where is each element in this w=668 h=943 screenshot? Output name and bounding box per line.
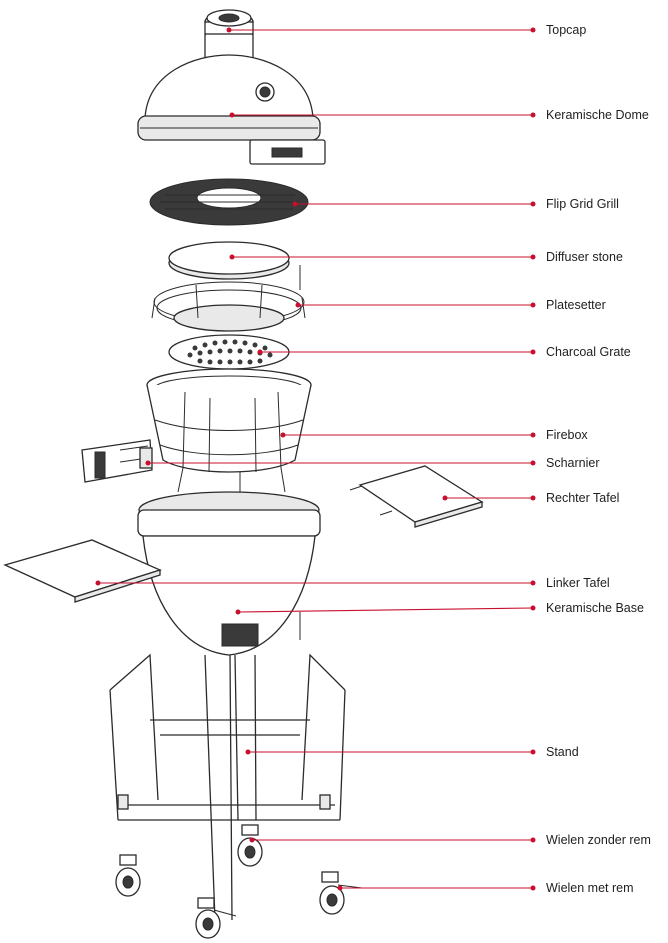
platesetter-part [151,265,306,332]
hinge-part [81,439,153,483]
leader-dot-diffuser [530,254,536,260]
leader-dot-linkertafel [95,580,101,586]
label-diffuser: Diffuser stone [546,250,623,264]
leader-dot-stand [245,749,251,755]
leader-dot-rechtertafel [530,495,536,501]
right-table-part [349,465,484,528]
label-base: Keramische Base [546,601,644,615]
leader-dot-firebox [280,432,286,438]
leader-dot-wielenmet [337,885,343,891]
label-rechtertafel: Rechter Tafel [546,491,619,505]
leader-dot-scharnier [145,460,151,466]
leader-dot-wielenzonder [249,837,255,843]
base-part [137,491,321,656]
leader-dot-wielenmet [530,885,536,891]
diffuser-stone-part [168,241,290,280]
dome-part [137,54,326,165]
leader-dot-platesetter [295,302,301,308]
leader-dot-base [235,609,241,615]
label-stand: Stand [546,745,579,759]
left-table-part [3,539,162,603]
leader-dot-firebox [530,432,536,438]
leader-dot-platesetter [530,302,536,308]
stand-part [109,653,346,921]
leader-dot-flipgrid [292,201,298,207]
label-scharnier: Scharnier [546,456,600,470]
label-wielenzonder: Wielen zonder rem [546,833,651,847]
leader-dot-diffuser [229,254,235,260]
label-firebox: Firebox [546,428,588,442]
flip-grid-part [149,178,309,226]
label-charcoalgrate: Charcoal Grate [546,345,631,359]
label-topcap: Topcap [546,23,586,37]
leader-dot-base [530,605,536,611]
label-platesetter: Platesetter [546,298,606,312]
wheels-part [115,824,363,939]
firebox-part [146,368,312,500]
leader-dot-linkertafel [530,580,536,586]
label-dome: Keramische Dome [546,108,649,122]
leader-dot-dome [530,112,536,118]
leader-dot-topcap [226,27,232,33]
leader-dot-charcoalgrate [257,349,263,355]
leader-line-base [237,607,534,613]
leader-dot-wielenzonder [530,837,536,843]
label-linkertafel: Linker Tafel [546,576,610,590]
leader-dot-scharnier [530,460,536,466]
leader-dot-rechtertafel [442,495,448,501]
leader-dot-stand [530,749,536,755]
label-wielenmet: Wielen met rem [546,881,634,895]
leader-dot-dome [229,112,235,118]
leader-dot-topcap [530,27,536,33]
leader-dot-charcoalgrate [530,349,536,355]
label-flipgrid: Flip Grid Grill [546,197,619,211]
leader-dot-flipgrid [530,201,536,207]
